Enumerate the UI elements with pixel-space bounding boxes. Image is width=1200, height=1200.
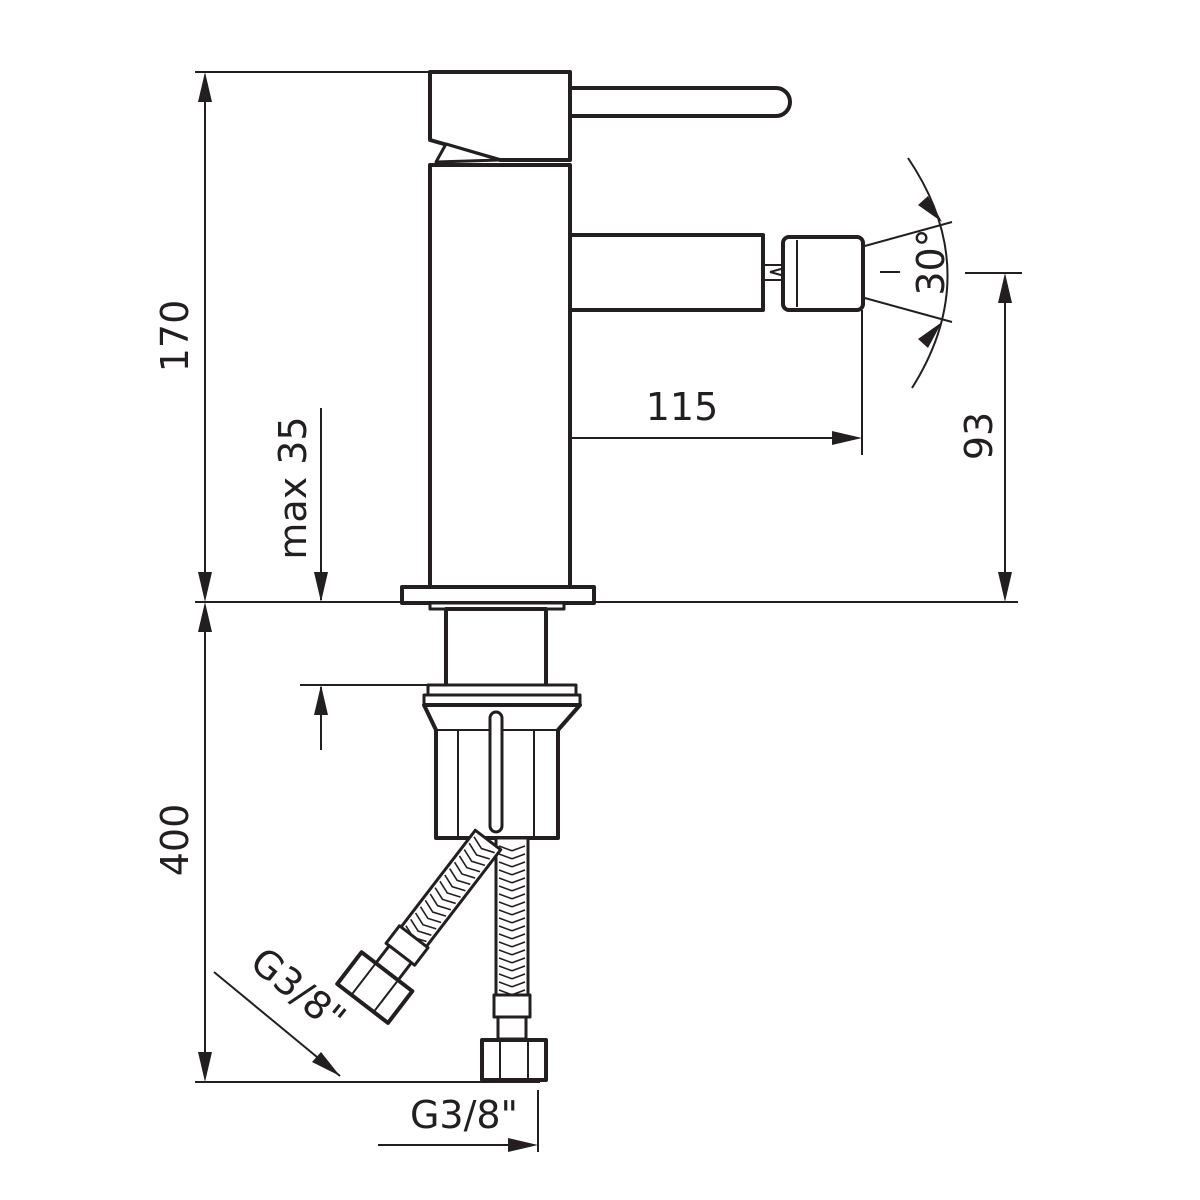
faucet-body [428, 163, 572, 589]
dim-connection-right-label: G3/8" [410, 1093, 518, 1137]
fixing-nut [422, 703, 582, 840]
mounting-shank [422, 607, 582, 707]
hose-left [335, 828, 503, 1025]
bidet-spout [568, 233, 865, 312]
dim-spray-angle-label: 30° [909, 228, 953, 295]
dim-connection-left-label: G3/8" [242, 939, 354, 1041]
base-plate [400, 585, 596, 611]
dim-total-height-label: 170 [153, 300, 197, 373]
lever-handle [428, 70, 792, 164]
dim-total-height: 170 [153, 72, 212, 602]
flexible-hoses [335, 828, 548, 1082]
dim-connection-left: G3/8" [242, 939, 354, 1076]
dim-spout-height-label: 93 [957, 412, 1001, 460]
dim-connection-right: G3/8" [378, 1093, 538, 1152]
hose-right [480, 836, 548, 1082]
dim-spout-height: 93 [957, 273, 1012, 602]
dim-hose-length: 400 [153, 602, 212, 1082]
extension-lines [195, 71, 1022, 1152]
dim-hose-length-label: 400 [153, 804, 197, 877]
dim-deck-thickness: max 35 [271, 408, 328, 750]
dim-spout-reach-label: 115 [646, 385, 719, 429]
dim-deck-thickness-label: max 35 [271, 416, 315, 559]
